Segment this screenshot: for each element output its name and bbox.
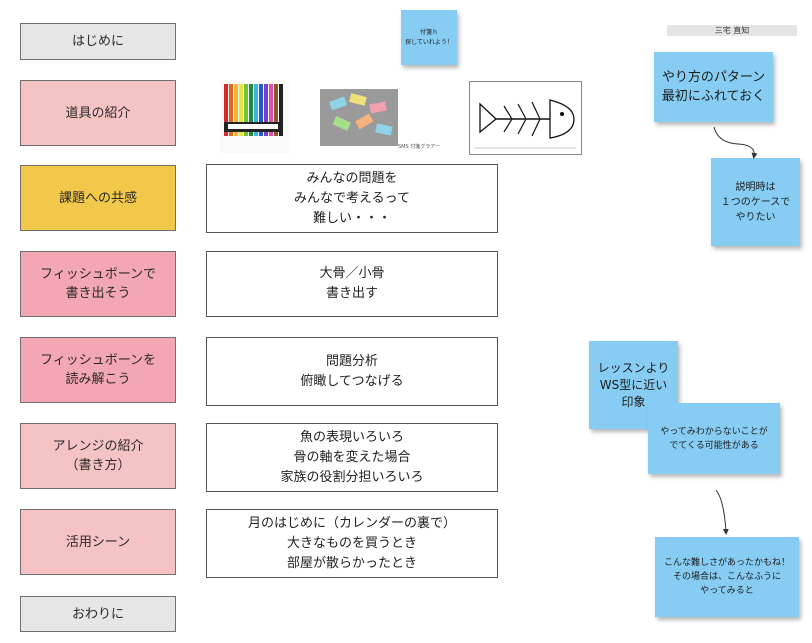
fishbone-icon (474, 99, 576, 149)
section-label: はじめに (71, 34, 124, 49)
section-label: 活用シーン (65, 534, 131, 550)
section-label: 道具の紹介 (65, 105, 131, 121)
sticky-explain[interactable]: 説明時は １つのケースで やりたい (711, 158, 800, 246)
sticky-pattern[interactable]: やり方のパターン 最初にふれておく (654, 52, 773, 122)
markers-icon (224, 84, 283, 136)
note-fishbone-read[interactable]: 問題分析 俯瞰してつなげる (206, 337, 498, 406)
name-label: 三宅 直知 (667, 25, 797, 36)
sticky-try[interactable]: やってみわからないことが でてくる可能性がある (648, 403, 780, 474)
arrow-connector (713, 126, 758, 159)
section-empathy[interactable]: 課題への共感 (20, 165, 176, 231)
section-arrange[interactable]: アレンジの紹介 （書き方） (20, 423, 176, 489)
sticky-text: 説明時は １つのケースで やりたい (720, 181, 791, 223)
section-label: フィッシュボーンで 書き出そう (39, 267, 157, 301)
section-fishbone-read[interactable]: フィッシュボーンを 読み解こう (20, 337, 176, 403)
sticky-text: やり方のパターン 最初にふれておく (661, 70, 766, 104)
sticky-photo-caption: SMS 付箋グラアー (398, 144, 440, 150)
section-tools[interactable]: 道具の紹介 (20, 80, 176, 146)
section-label: アレンジの紹介 （書き方） (52, 439, 144, 473)
fishbone-image[interactable] (469, 81, 582, 155)
markers-image[interactable] (220, 80, 290, 153)
sticky-difficulty[interactable]: こんな難しさがあったかもね！ その場合は、こんなふうに やってみると (655, 537, 799, 617)
note-usage[interactable]: 月のはじめに（カレンダーの裏で） 大きなものを買うとき 部屋が散らかったとき (206, 509, 498, 578)
section-intro[interactable]: はじめに (20, 23, 176, 60)
note-arrange[interactable]: 魚の表現いろいろ 骨の軸を変えた場合 家族の役割分担いろいろ (206, 423, 498, 492)
sticky-text: 付箋ｈ 探していれよう！ (405, 28, 453, 46)
note-empathy[interactable]: みんなの問題を みんなで考えるって 難しい・・・ (206, 164, 498, 233)
section-usage[interactable]: 活用シーン (20, 509, 176, 575)
section-fishbone-write[interactable]: フィッシュボーンで 書き出そう (20, 251, 176, 317)
sticky-text: やってみわからないことが でてくる可能性がある (660, 426, 768, 451)
sticky-text: レッスンより WS型に近い 印象 (597, 360, 670, 409)
note-text: みんなの問題を みんなで考えるって 難しい・・・ (294, 170, 410, 226)
note-text: 問題分析 俯瞰してつなげる (300, 353, 404, 389)
section-label: おわりに (71, 606, 124, 622)
note-fishbone-write[interactable]: 大骨／小骨 書き出す (206, 251, 498, 317)
sticky-pads-icon (329, 93, 393, 136)
note-text: 月のはじめに（カレンダーの裏で） 大きなものを買うとき 部屋が散らかったとき (247, 515, 456, 571)
note-text: 魚の表現いろいろ 骨の軸を変えた場合 家族の役割分担いろいろ (280, 429, 424, 485)
section-label: 課題への共感 (58, 190, 137, 206)
sticky-text: こんな難しさがあったかもね！ その場合は、こんなふうに やってみると (663, 558, 790, 596)
sticky-top[interactable]: 付箋ｈ 探していれよう！ (401, 10, 457, 65)
section-ending[interactable]: おわりに (20, 596, 176, 632)
sticky-notes-photo[interactable] (320, 89, 398, 146)
section-label: フィッシュボーンを 読み解こう (39, 353, 157, 387)
arrow-connector (715, 489, 729, 535)
note-text: 大骨／小骨 書き出す (319, 266, 385, 301)
